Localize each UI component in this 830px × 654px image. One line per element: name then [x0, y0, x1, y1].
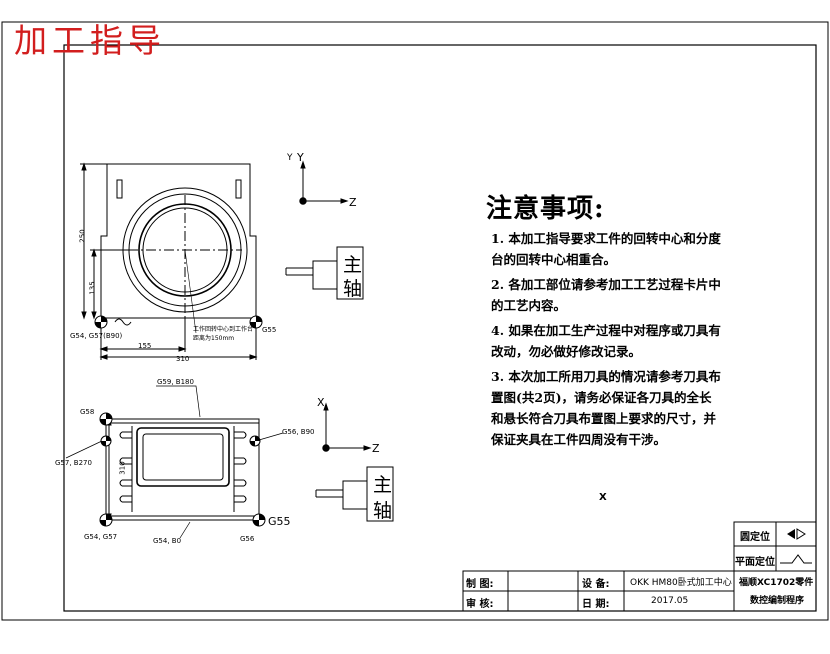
- bottom-view-outline: [105, 418, 260, 521]
- break-mark: [114, 318, 132, 326]
- datum-marker-bottom-bl: [99, 513, 113, 527]
- spindle-top-label-1: 主: [343, 254, 363, 276]
- axis-x-label: X: [317, 396, 325, 409]
- plane-label: 平面定位: [735, 557, 775, 568]
- note-line-2: 距离为150mm: [193, 335, 235, 342]
- positioning-label: 圆定位: [740, 532, 770, 543]
- code-g55-top: G55: [262, 326, 277, 334]
- spindle-bottom-label-1: 主: [373, 474, 393, 496]
- datum-marker-bottom-br: [252, 513, 266, 527]
- date-label: 日 期:: [582, 599, 610, 610]
- center-mark: X: [599, 492, 607, 503]
- note-item: 3. 本次加工所用刀具的情况请参考刀具布置图(共2页)，请务必保证各刀具的全长和…: [491, 369, 721, 447]
- positioning-symbol-icon: [787, 528, 806, 540]
- note-item: 2. 各加工部位请参考加工工艺过程卡片中的工艺内容。: [491, 277, 721, 313]
- datum-marker-side-right: [249, 435, 261, 447]
- axis-z-label-bottom: Z: [372, 442, 380, 455]
- plane-symbol-icon: [780, 554, 812, 564]
- notes-list: 1. 本加工指导要求工件的回转中心和分度台的回转中心相重合。 2. 各加工部位请…: [491, 228, 723, 454]
- code-g54-b0: G54, B0: [153, 537, 182, 545]
- axis-z-label-top: Z: [349, 196, 357, 209]
- bottom-view: [65, 385, 284, 539]
- drawn-label: 制 图:: [466, 579, 494, 590]
- dim-height: 250: [78, 229, 87, 243]
- review-label: 审 核:: [466, 599, 494, 610]
- axis-triad-top: [299, 160, 349, 205]
- title-block: [462, 521, 817, 612]
- outer-frame: [1, 21, 829, 621]
- spindle-top: [285, 246, 364, 300]
- equipment-value: OKK HM80卧式加工中心: [630, 578, 732, 588]
- code-g55-bottom: G55: [268, 515, 291, 528]
- axis-y-label: Y: [297, 151, 304, 164]
- note-item: 1. 本加工指导要求工件的回转中心和分度台的回转中心相重合。: [491, 231, 721, 267]
- part-line-1: 福顺XC1702零件: [739, 578, 814, 588]
- code-g59: G59, B180: [157, 378, 194, 386]
- note-line-1: 工作回转中心到工作台: [193, 326, 254, 333]
- notes-title: 注意事项:: [486, 194, 605, 224]
- top-view: [80, 162, 258, 360]
- code-g57: G57, B270: [55, 459, 92, 467]
- bottom-view-window-inner: [142, 433, 224, 481]
- top-view-tab-right: [235, 179, 242, 199]
- code-g54-top: G54, G57(B90): [70, 332, 123, 340]
- spindle-top-label-2: 轴: [343, 278, 363, 300]
- date-value: 2017.05: [651, 596, 689, 606]
- equipment-label: 设 备:: [582, 579, 610, 590]
- datum-marker-side-left: [100, 435, 112, 447]
- datum-marker-top-right: [249, 315, 263, 329]
- dim-mid: 135: [88, 281, 97, 295]
- note-item: 4. 如果在加工生产过程中对程序或刀具有改动，勿必做好修改记录。: [491, 323, 721, 359]
- axis-y-small-label: Y: [287, 153, 293, 163]
- dim-width: 310: [176, 355, 190, 363]
- part-line-2: 数控编制程序: [750, 596, 805, 606]
- dim-side: 310: [118, 461, 127, 475]
- spindle-bottom: [315, 466, 394, 522]
- top-view-tab-left: [116, 179, 123, 199]
- leader-note: [184, 249, 197, 334]
- datum-marker-bottom-tl: [99, 412, 113, 426]
- code-g56-bottom: G56: [240, 535, 255, 543]
- bottom-view-window: [136, 427, 230, 487]
- axis-triad-bottom: [322, 402, 372, 452]
- page-title: 加工指导: [14, 21, 166, 60]
- code-g58: G58: [80, 408, 95, 416]
- code-g56-b90: G56, B90: [282, 428, 315, 436]
- dim-half-width: 155: [138, 342, 152, 350]
- spindle-bottom-label-2: 轴: [373, 500, 393, 522]
- code-g54-bottom: G54, G57: [84, 533, 118, 541]
- inner-frame: [63, 44, 817, 612]
- datum-marker-top-left: [94, 315, 108, 329]
